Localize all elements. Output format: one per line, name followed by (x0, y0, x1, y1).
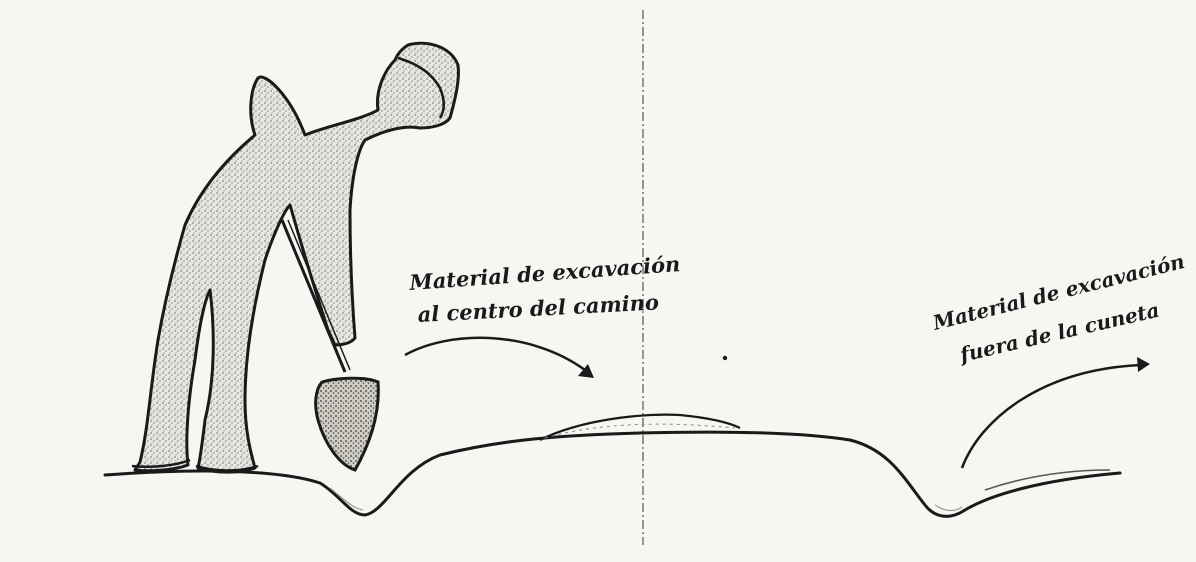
shovel-blade (316, 378, 379, 470)
worker-figure (132, 43, 458, 472)
center-label-line2: al centro del camino (417, 289, 660, 327)
arrow-outside-ditch-head (1137, 357, 1150, 372)
right-shoulder-line (985, 470, 1110, 490)
stray-dot (723, 356, 727, 360)
arrow-to-center (405, 338, 585, 370)
right-ditch-shading (935, 505, 962, 511)
terrain-profile-line (105, 432, 1120, 516)
center-label-line1: Material de excavación (408, 251, 681, 295)
arrow-outside-ditch (962, 365, 1140, 468)
